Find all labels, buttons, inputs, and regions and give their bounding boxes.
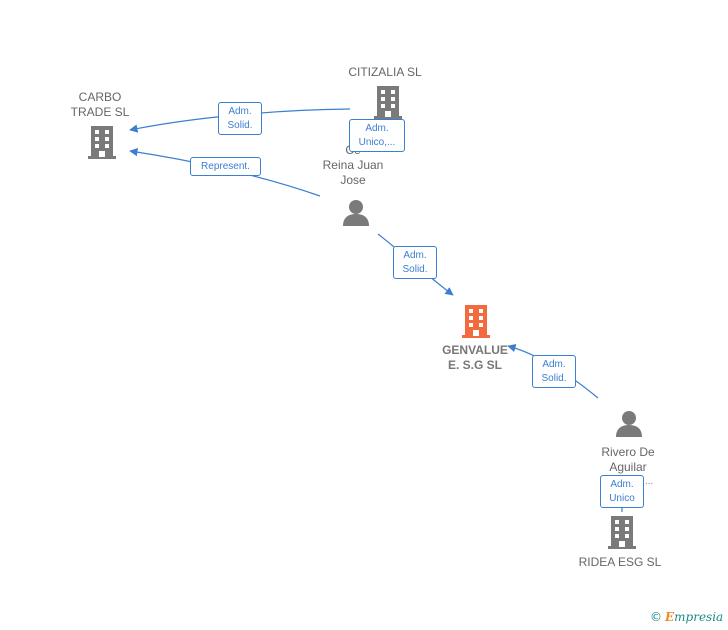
role-line2: Unico,...: [358, 137, 396, 148]
role-line1: Adm.: [542, 359, 566, 370]
brand-logo[interactable]: ©Empresia: [650, 610, 723, 624]
cerezo-label-line3: Jose: [340, 173, 366, 187]
ridea-label: RIDEA ESG SL: [578, 555, 662, 569]
cerezo-label-line2: Reina Juan: [322, 158, 384, 172]
genvalue-label-line2: E. S.G SL: [447, 358, 502, 372]
rivero-label-line1: Rivero De: [601, 445, 655, 459]
role-line2: Solid.: [227, 120, 253, 131]
role-line2: Unico: [609, 493, 635, 504]
node-label-rivero[interactable]: Rivero De Aguilar: [580, 445, 676, 475]
role-line1: Adm.: [228, 106, 252, 117]
role-box-rivero-ridea[interactable]: Adm. Unico: [600, 475, 644, 508]
role-box-citizalia[interactable]: Adm. Unico,...: [349, 119, 405, 152]
role-box-cerezo-carbo[interactable]: Represent.: [190, 157, 261, 176]
role-line2: Solid.: [402, 264, 428, 275]
role-box-citizalia-carbo[interactable]: Adm. Solid.: [218, 102, 262, 135]
building-icon[interactable]: [86, 124, 118, 160]
node-label-citizalia[interactable]: CITIZALIA SL: [330, 65, 440, 80]
role-line2: Solid.: [541, 373, 567, 384]
node-label-ridea[interactable]: RIDEA ESG SL: [565, 555, 675, 570]
carbo-label-line2: TRADE SL: [70, 105, 130, 119]
role-box-cerezo-genvalue[interactable]: Adm. Solid.: [393, 246, 437, 279]
person-icon[interactable]: [614, 409, 644, 439]
building-icon[interactable]: [372, 84, 404, 120]
more-roles-indicator[interactable]: ...: [645, 476, 654, 487]
role-line1: Adm.: [365, 123, 389, 134]
building-icon[interactable]: [606, 514, 638, 550]
brand-logo-e: E: [665, 610, 675, 624]
citizalia-label: CITIZALIA SL: [348, 65, 422, 79]
node-label-genvalue[interactable]: GENVALUE E. S.G SL: [425, 343, 525, 373]
role-line1: Adm.: [403, 250, 427, 261]
person-icon[interactable]: [341, 198, 371, 228]
node-label-cerezo[interactable]: Ce Reina Juan Jose: [305, 143, 401, 188]
brand-logo-rest: mpresia: [674, 610, 724, 624]
carbo-label-line1: CARBO: [78, 90, 122, 104]
role-line1: Represent.: [201, 161, 250, 172]
role-line1: Adm.: [610, 479, 634, 490]
role-box-rivero-genvalue[interactable]: Adm. Solid.: [532, 355, 576, 388]
node-label-carbo[interactable]: CARBO TRADE SL: [55, 90, 145, 120]
rivero-label-line2: Aguilar: [609, 460, 647, 474]
copyright-icon: ©: [650, 610, 662, 624]
building-icon-main[interactable]: [460, 303, 492, 339]
genvalue-label-line1: GENVALUE: [442, 343, 508, 357]
